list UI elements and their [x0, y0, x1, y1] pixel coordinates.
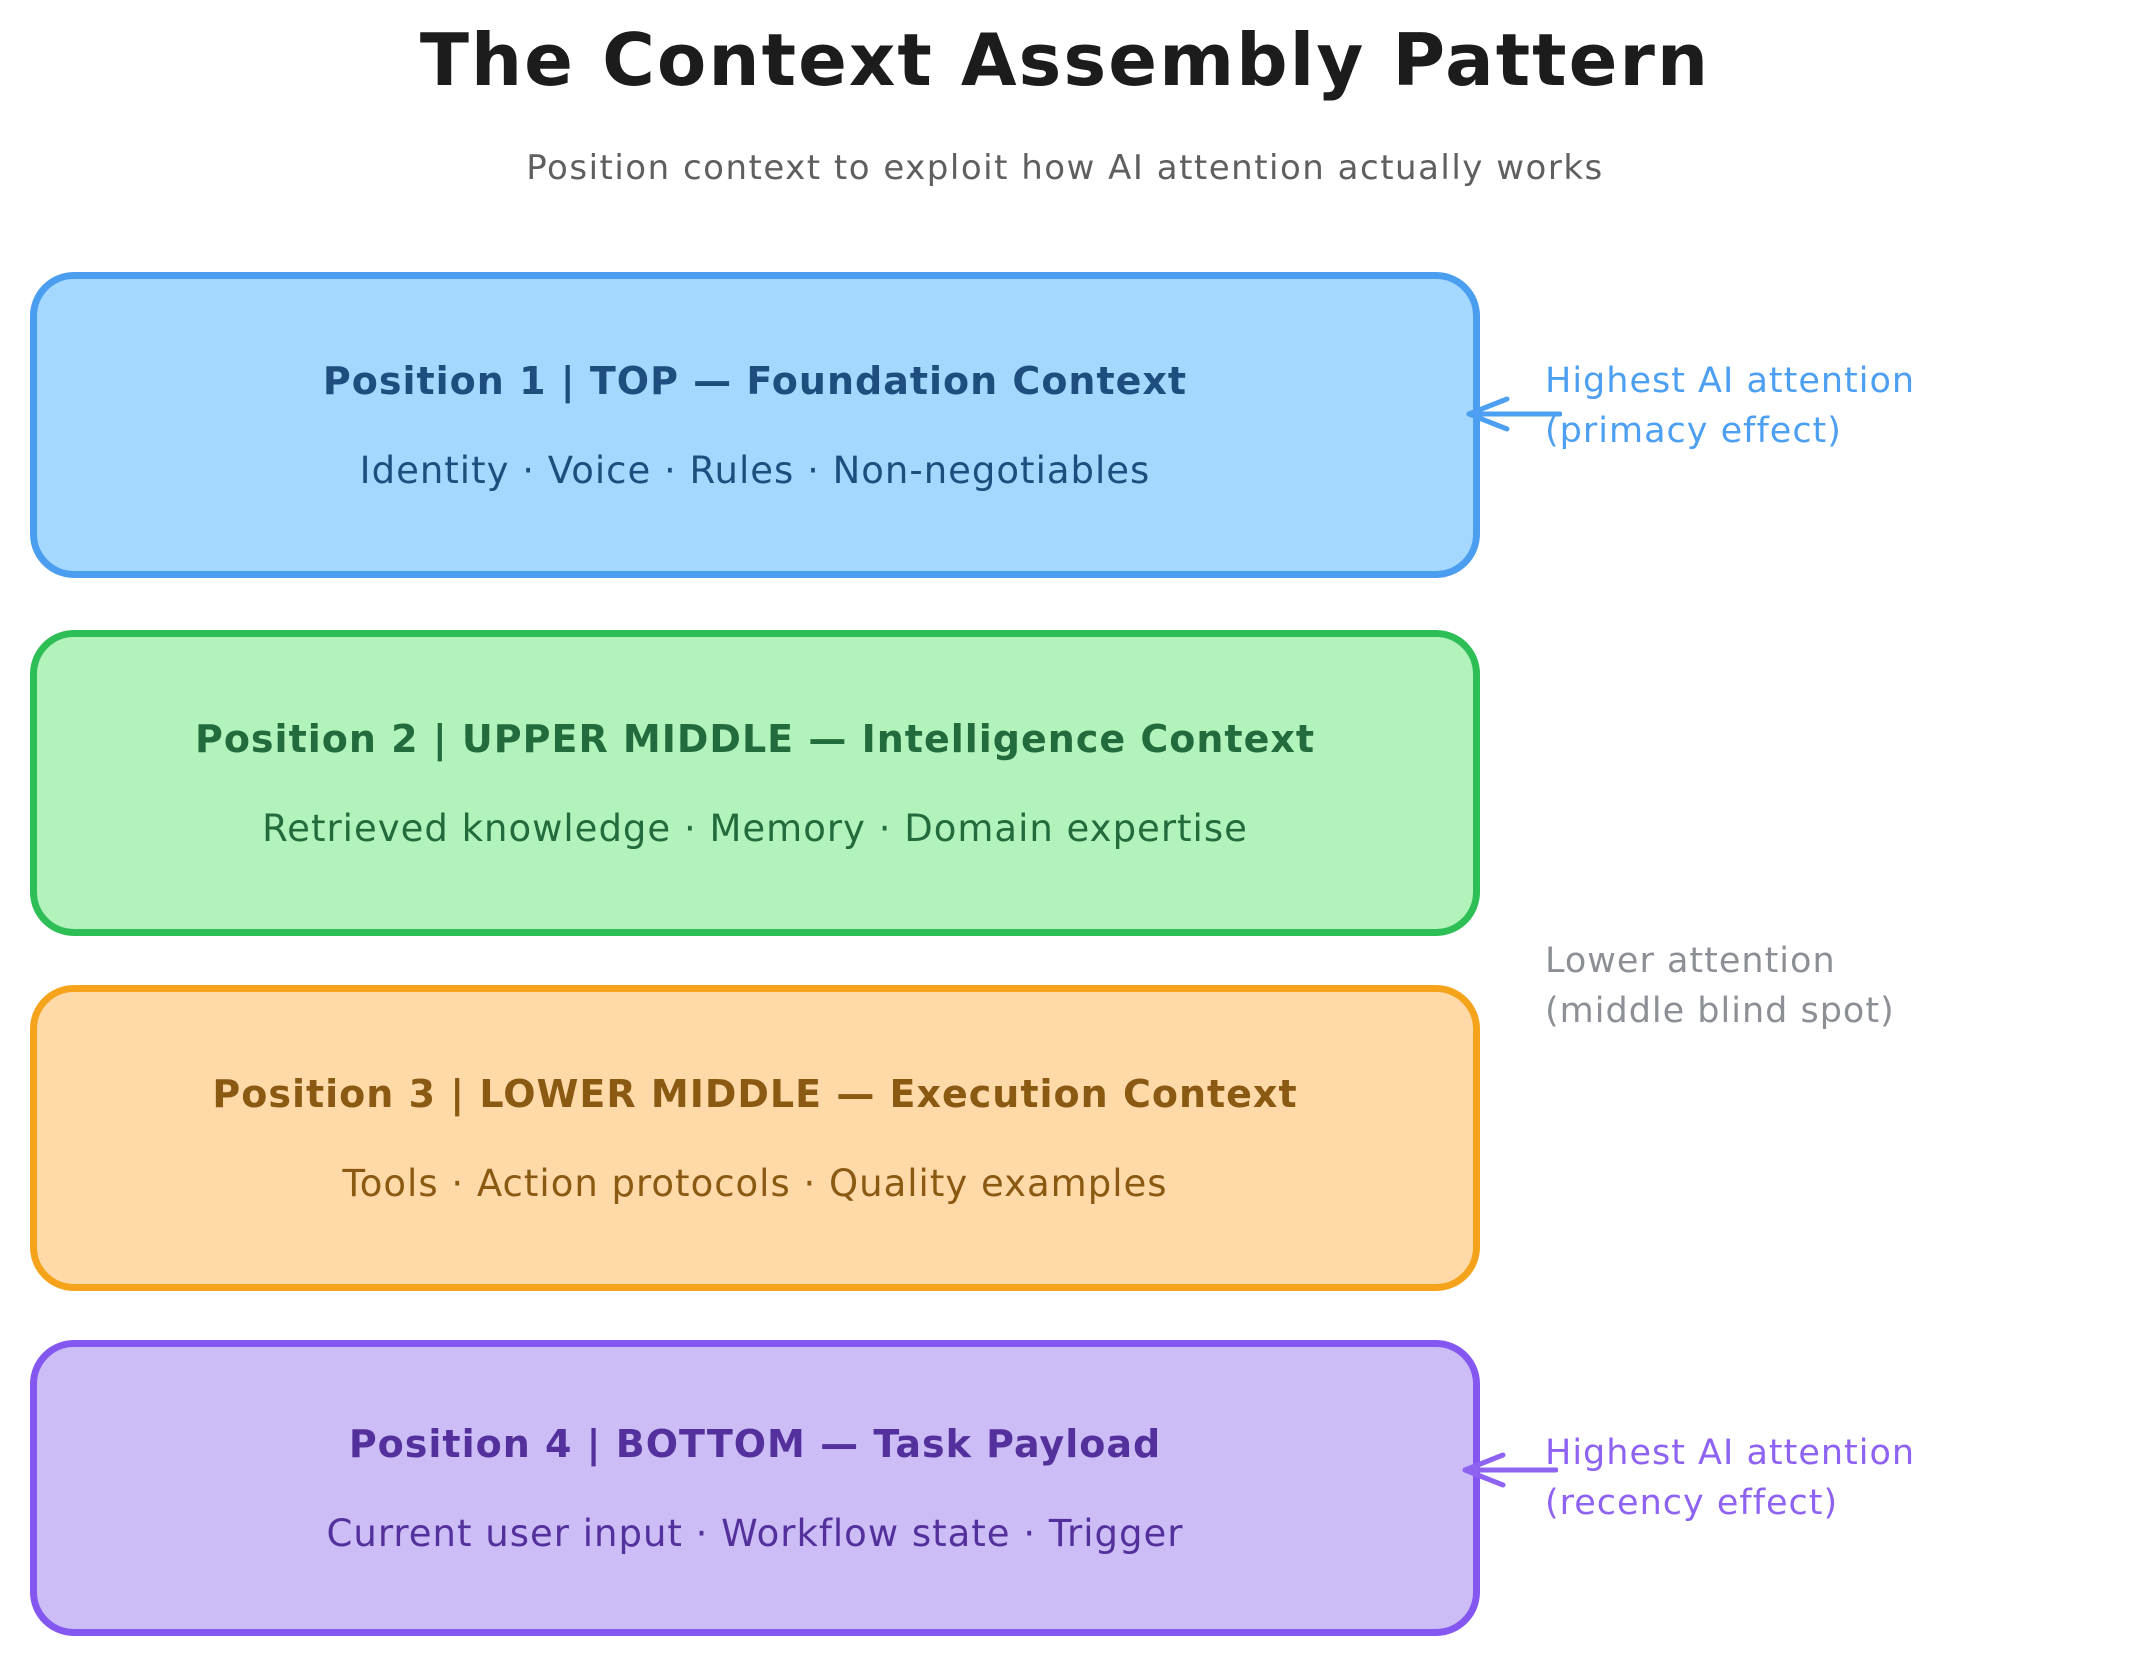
annotation-line: Highest AI attention [1545, 1433, 1916, 1473]
position-box-items: Identity · Voice · Rules · Non-negotiabl… [359, 448, 1151, 492]
position-box-upper-middle: Position 2 | UPPER MIDDLE — Intelligence… [30, 630, 1480, 936]
annotation-line: (middle blind spot) [1545, 991, 1895, 1031]
annotation-line: Highest AI attention [1545, 361, 1916, 401]
annotation-primacy: Highest AI attention (primacy effect) [1545, 356, 2105, 456]
annotation-line: Lower attention [1545, 941, 1836, 981]
arrow-left-icon [1458, 1448, 1558, 1492]
annotation-line: (primacy effect) [1545, 411, 1842, 451]
position-box-items: Tools · Action protocols · Quality examp… [342, 1161, 1168, 1205]
position-box-bottom: Position 4 | BOTTOM — Task Payload Curre… [30, 1340, 1480, 1636]
position-box-top: Position 1 | TOP — Foundation Context Id… [30, 272, 1480, 578]
position-box-heading: Position 2 | UPPER MIDDLE — Intelligence… [194, 716, 1316, 761]
page-title: The Context Assembly Pattern [419, 18, 1711, 102]
position-box-items: Current user input · Workflow state · Tr… [326, 1511, 1184, 1555]
position-box-heading: Position 4 | BOTTOM — Task Payload [348, 1421, 1162, 1466]
page-subtitle: Position context to exploit how AI atten… [526, 148, 1604, 188]
annotation-line: (recency effect) [1545, 1483, 1839, 1523]
annotation-recency: Highest AI attention (recency effect) [1545, 1428, 2105, 1528]
position-box-lower-middle: Position 3 | LOWER MIDDLE — Execution Co… [30, 985, 1480, 1291]
annotation-middle-blind-spot: Lower attention (middle blind spot) [1545, 936, 2105, 1036]
position-box-heading: Position 3 | LOWER MIDDLE — Execution Co… [212, 1071, 1298, 1116]
position-box-items: Retrieved knowledge · Memory · Domain ex… [262, 806, 1248, 850]
arrow-left-icon [1462, 392, 1562, 436]
position-box-heading: Position 1 | TOP — Foundation Context [322, 358, 1188, 403]
